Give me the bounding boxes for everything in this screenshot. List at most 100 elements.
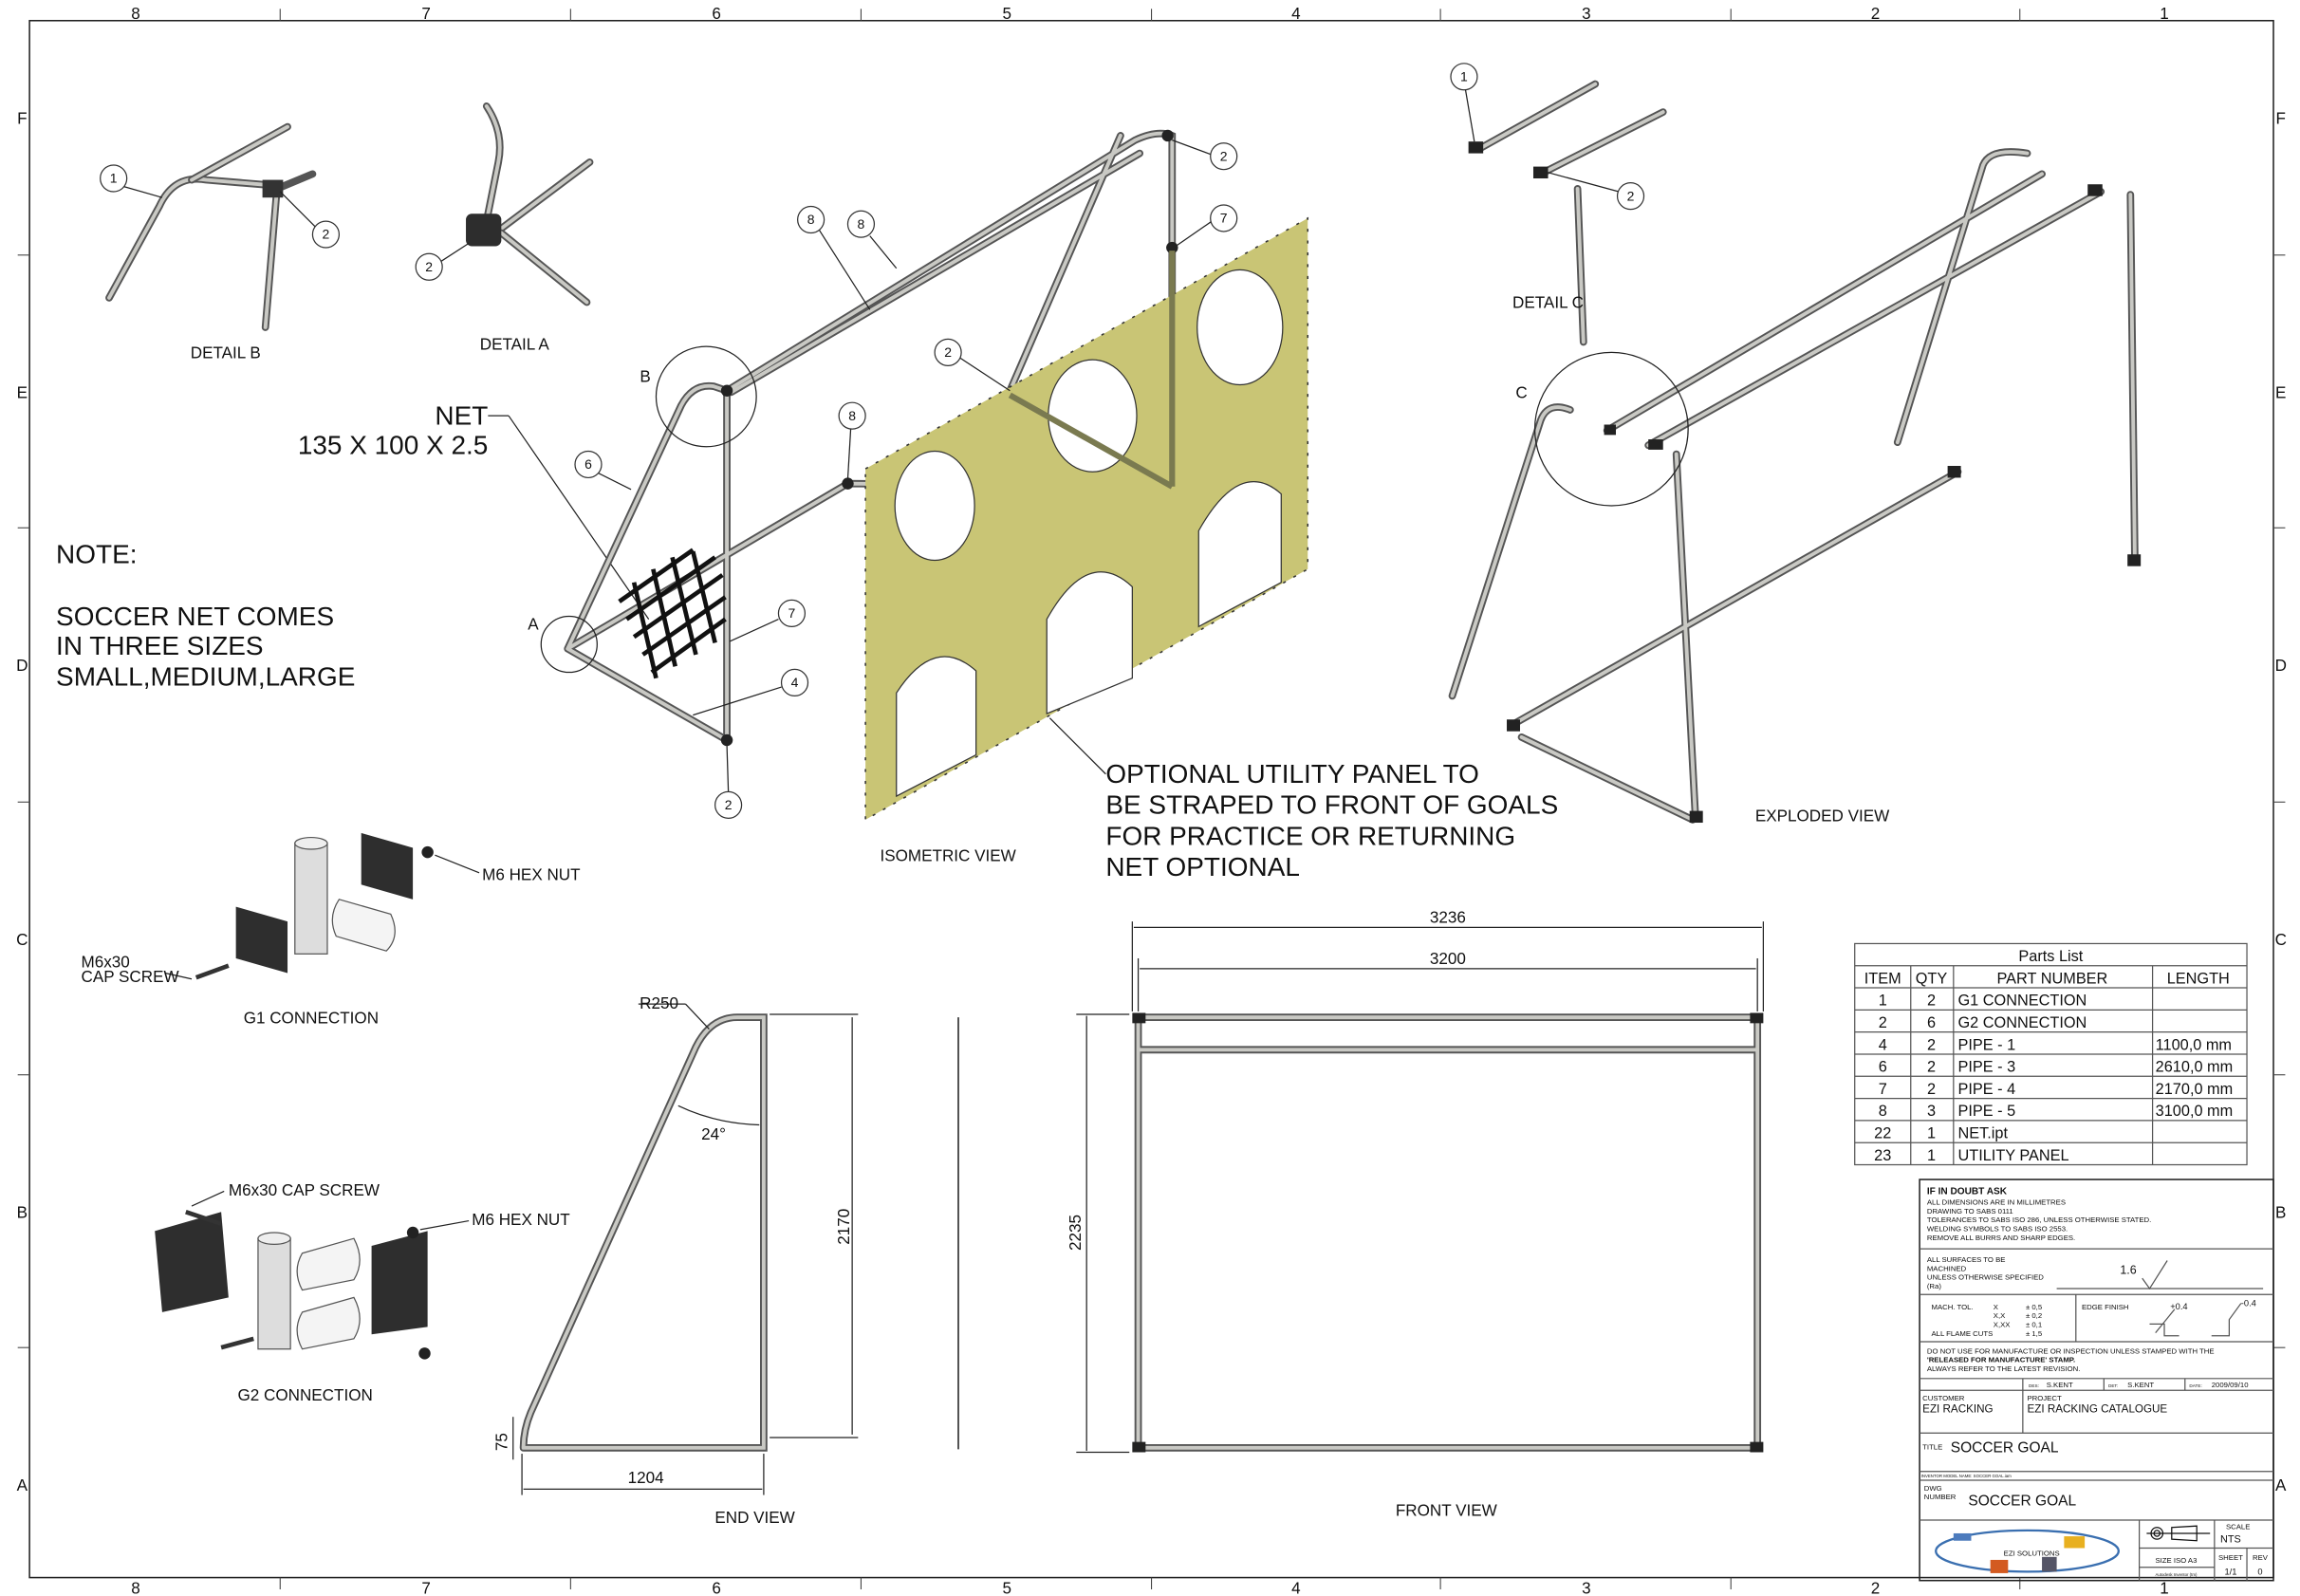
- label: 7: [788, 605, 796, 621]
- height-dimension: 2235: [1067, 1215, 1085, 1251]
- column-label: 1: [2160, 5, 2169, 23]
- balloon: 2: [934, 338, 1011, 392]
- angle-dimension: 24°: [701, 1125, 726, 1143]
- table-cell: 2: [1927, 1059, 1936, 1076]
- label: DO NOT USE FOR MANUFACTURE OR INSPECTION…: [1927, 1346, 2215, 1355]
- label: REV: [2253, 1553, 2269, 1562]
- parts-list-title: Parts List: [2018, 948, 2083, 965]
- column-label: 2: [1871, 5, 1881, 23]
- label: ± 0,1: [2026, 1320, 2042, 1328]
- row-label: E: [2275, 384, 2286, 402]
- column-label: 7: [421, 5, 431, 23]
- label: EZI SOLUTIONS: [2004, 1549, 2060, 1557]
- detail-ref-a: A: [528, 615, 539, 633]
- label: 7: [1220, 211, 1228, 226]
- g1-screw-label: M6x30: [81, 953, 129, 971]
- end-view-label: END VIEW: [714, 1509, 795, 1527]
- table-cell: 22: [1874, 1125, 1891, 1142]
- note-line: IN THREE SIZES: [56, 631, 264, 660]
- sheet-number: 1/1: [2224, 1567, 2236, 1576]
- radius-dimension: R250: [640, 994, 678, 1012]
- svg-text:2: 2: [323, 227, 330, 242]
- balloon: 7: [729, 599, 807, 642]
- utility-note-line: BE STRAPED TO FRONT OF GOALS: [1105, 790, 1558, 820]
- row-label: D: [16, 657, 28, 675]
- svg-text:2: 2: [425, 259, 433, 274]
- label: 2: [1627, 188, 1635, 203]
- detail-b-view: 1 2 DETAIL B: [100, 122, 341, 362]
- label: 'RELEASED FOR MANUFACTURE' STAMP.: [1927, 1356, 2075, 1364]
- sheet-size: SIZE ISO A3: [2155, 1556, 2197, 1565]
- depth-dimension: 1204: [628, 1469, 664, 1487]
- label: CUSTOMER: [1922, 1394, 1965, 1402]
- row-label: E: [17, 384, 28, 402]
- label: X: [1994, 1303, 1998, 1311]
- g1-connection-label: G1 CONNECTION: [244, 1009, 379, 1027]
- offset-dimension: 75: [493, 1433, 511, 1451]
- end-view: R250 24° 2170 75 1204 END VIEW: [493, 994, 859, 1527]
- connector-icon: [262, 179, 284, 198]
- table-cell: 8: [1879, 1103, 1887, 1120]
- parts-list: Parts List ITEM QTY PART NUMBER LENGTH 1…: [1854, 942, 2248, 1166]
- detail-ref-b: B: [640, 367, 650, 385]
- balloon: 8: [846, 210, 898, 269]
- table-cell: 1: [1927, 1147, 1936, 1164]
- projection-symbol-icon: [2146, 1525, 2211, 1542]
- balloon: 7: [1173, 204, 1238, 249]
- detail-ref-c: C: [1515, 384, 1527, 402]
- balloon: 1: [1450, 63, 1478, 142]
- utility-panel: [864, 216, 1309, 822]
- tb-note: ALL DIMENSIONS ARE IN MILLIMETRES: [1927, 1197, 2066, 1206]
- column-label: 3: [1582, 1580, 1591, 1596]
- column-label: 8: [131, 1580, 140, 1596]
- zone-labels: 8 7 6 5 4 3 2 1 8 7 6 5 4 3 2 1 F E D C …: [16, 5, 2287, 1596]
- column-header: PART NUMBER: [1997, 970, 2108, 987]
- balloon: 6: [574, 450, 632, 491]
- label: SCALE: [2226, 1522, 2250, 1531]
- column-label: 8: [131, 5, 140, 23]
- table-cell: 3100,0 mm: [2156, 1103, 2234, 1120]
- balloon: 2: [1172, 139, 1238, 171]
- detail-b-label: DETAIL B: [191, 344, 261, 362]
- height-dimension: 2170: [835, 1209, 853, 1245]
- g2-connection: M6x30 CAP SCREW M6 HEX NUT G2 CONNECTION: [155, 1181, 570, 1404]
- balloon: 4: [693, 668, 809, 716]
- table-cell: 3: [1927, 1103, 1936, 1120]
- table-cell: UTILITY PANEL: [1957, 1147, 2068, 1164]
- scale-value: NTS: [2220, 1533, 2241, 1545]
- column-label: 4: [1291, 1580, 1301, 1596]
- label: 4: [791, 675, 799, 690]
- label: DATE:: [2189, 1383, 2201, 1388]
- note-line: SMALL,MEDIUM,LARGE: [56, 662, 355, 692]
- inner-width-dimension: 3200: [1430, 950, 1466, 968]
- table-cell: PIPE - 3: [1957, 1059, 2015, 1076]
- company-logo: EZI SOLUTIONS: [1935, 1529, 2121, 1573]
- table-cell: 2610,0 mm: [2156, 1059, 2234, 1076]
- balloon: 8: [797, 205, 871, 310]
- label: S.KENT: [2047, 1381, 2073, 1389]
- exploded-view: 1 2 DETAIL C C EXPLODED VIEW: [1448, 63, 2142, 825]
- column-label: 3: [1582, 5, 1591, 23]
- column-label: 1: [2160, 1580, 2169, 1596]
- label: 8: [858, 216, 865, 232]
- net-size: 135 X 100 X 2.5: [298, 431, 489, 460]
- zone-ticks: [17, 9, 2286, 1590]
- row-label: A: [2275, 1476, 2287, 1494]
- net-title: NET: [435, 400, 488, 430]
- label: 1: [1460, 68, 1468, 84]
- label: +0.4: [2170, 1302, 2187, 1311]
- table-cell: G1 CONNECTION: [1957, 993, 2087, 1010]
- column-header: QTY: [1916, 970, 1948, 987]
- label: 2009/09/10: [2212, 1381, 2249, 1389]
- g1-connection: M6 HEX NUT M6x30 CAP SCREW G1 CONNECTION: [81, 832, 581, 1027]
- tb-note: REMOVE ALL BURRS AND SHARP EDGES.: [1927, 1234, 2075, 1242]
- tb-mach-tol: MACH. TOL.: [1932, 1303, 1974, 1311]
- table-cell: 2: [1927, 993, 1936, 1010]
- project-name: EZI RACKING CATALOGUE: [2028, 1403, 2168, 1416]
- edge-finish-label: EDGE FINISH: [2082, 1303, 2129, 1311]
- column-header: LENGTH: [2167, 970, 2230, 987]
- balloon: 2: [714, 744, 743, 819]
